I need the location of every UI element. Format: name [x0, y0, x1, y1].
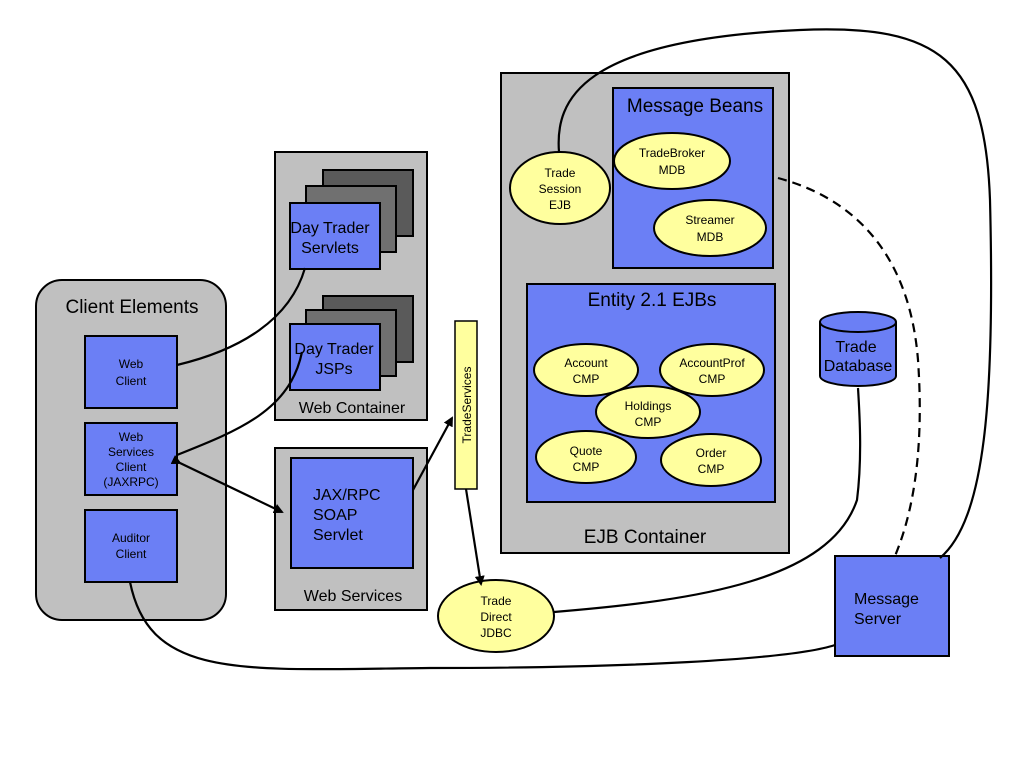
svg-text:Database: Database	[824, 358, 893, 375]
svg-text:Holdings: Holdings	[625, 399, 672, 413]
trade-broker-mdb: TradeBroker MDB	[613, 132, 731, 190]
client-elements-title: Client Elements	[65, 297, 198, 318]
connector-soap-servlet-to-trade-services	[412, 416, 453, 491]
svg-text:Servlet: Servlet	[313, 527, 363, 544]
svg-text:MDB: MDB	[659, 163, 686, 177]
svg-text:Trade: Trade	[481, 594, 512, 608]
order-cmp: Order CMP	[660, 433, 762, 487]
svg-text:Streamer: Streamer	[685, 213, 734, 227]
svg-text:CMP: CMP	[699, 372, 726, 386]
svg-text:Server: Server	[854, 611, 902, 628]
quote-cmp: Quote CMP	[535, 430, 637, 484]
trade-session-ejb: Trade Session EJB	[509, 151, 611, 225]
connector-trade-broker-to-message-server-dashed	[777, 176, 921, 557]
svg-text:SOAP: SOAP	[313, 507, 357, 524]
svg-text:JAX/RPC: JAX/RPC	[313, 487, 381, 504]
svg-text:CMP: CMP	[698, 462, 725, 476]
svg-text:Web: Web	[119, 430, 144, 444]
svg-text:Quote: Quote	[570, 444, 603, 458]
connector-trade-services-to-trade-direct	[464, 488, 485, 586]
connector-ws-client-to-soap-servlet	[170, 455, 284, 514]
svg-text:Client: Client	[116, 374, 147, 388]
svg-text:Servlets: Servlets	[301, 240, 359, 257]
svg-text:Trade: Trade	[835, 339, 876, 356]
svg-text:Web: Web	[119, 357, 144, 371]
svg-text:Trade: Trade	[545, 166, 576, 180]
svg-text:CMP: CMP	[573, 460, 600, 474]
connector-web-client-to-servlets	[176, 267, 307, 367]
connector-ws-client-to-jsps	[176, 351, 304, 457]
svg-text:EJB: EJB	[549, 198, 571, 212]
svg-text:JSPs: JSPs	[315, 361, 352, 378]
message-server-box: Message Server	[834, 555, 950, 657]
entity-ejbs-title: Entity 2.1 EJBs	[588, 290, 717, 311]
streamer-mdb: Streamer MDB	[653, 199, 767, 257]
servlets-stack: Day Trader Servlets	[289, 169, 414, 270]
connector-trade-direct-to-database	[553, 387, 862, 614]
trade-services-bar: TradeServices	[454, 320, 478, 490]
svg-text:AccountProf: AccountProf	[679, 356, 745, 370]
svg-text:JDBC: JDBC	[480, 626, 512, 640]
account-prof-cmp: AccountProf CMP	[659, 343, 765, 397]
connectors	[128, 28, 993, 671]
trade-services-label: TradeServices	[460, 367, 474, 444]
holdings-cmp: Holdings CMP	[595, 385, 701, 439]
ejb-container-title: EJB Container	[584, 527, 707, 548]
svg-text:Client: Client	[116, 460, 147, 474]
svg-text:(JAXRPC): (JAXRPC)	[103, 475, 158, 489]
connector-trade-session-to-message-server	[557, 28, 993, 559]
jaxrpc-soap-servlet-box: JAX/RPC SOAP Servlet	[290, 457, 414, 569]
servlets-label: Day Trader	[290, 220, 370, 237]
svg-text:Auditor: Auditor	[112, 531, 150, 545]
message-beans-title: Message Beans	[627, 96, 763, 117]
svg-text:Direct: Direct	[480, 610, 512, 624]
jsps-stack: Day Trader JSPs	[289, 295, 414, 391]
jsps-label: Day Trader	[294, 341, 374, 358]
web-services-client-box: Web Services Client (JAXRPC)	[84, 422, 178, 496]
svg-text:Account: Account	[564, 356, 608, 370]
svg-text:Services: Services	[108, 445, 154, 459]
web-client-box: Web Client	[84, 335, 178, 409]
web-services-title: Web Services	[304, 588, 402, 605]
svg-text:TradeBroker: TradeBroker	[639, 146, 705, 160]
web-container-title: Web Container	[299, 400, 406, 417]
svg-text:Session: Session	[539, 182, 582, 196]
auditor-client-box: Auditor Client	[84, 509, 178, 583]
svg-text:Client: Client	[116, 547, 147, 561]
trade-database-cylinder: Trade Database	[819, 311, 897, 387]
svg-text:Message: Message	[854, 591, 919, 608]
svg-text:CMP: CMP	[635, 415, 662, 429]
connector-auditor-to-message-server	[128, 581, 836, 671]
account-cmp: Account CMP	[533, 343, 639, 397]
svg-text:CMP: CMP	[573, 372, 600, 386]
svg-text:Order: Order	[696, 446, 727, 460]
trade-direct-jdbc: Trade Direct JDBC	[437, 579, 555, 653]
svg-text:MDB: MDB	[697, 230, 724, 244]
